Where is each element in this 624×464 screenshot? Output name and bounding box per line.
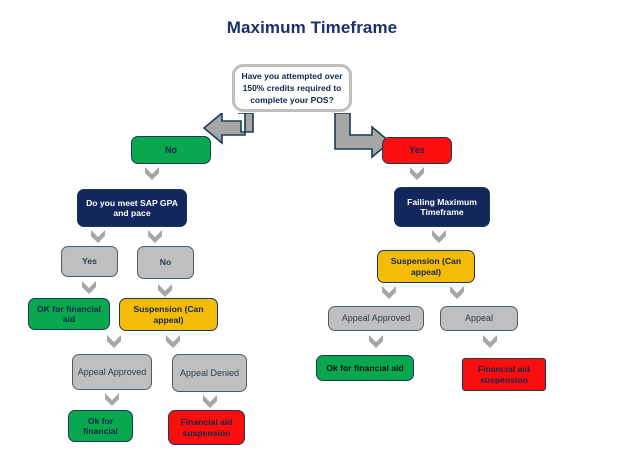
left-financial-aid-suspension-box[interactable]: Financial aid suspension: [168, 410, 245, 445]
left-sap-question-box[interactable]: Do you meet SAP GPA and pace: [77, 189, 187, 227]
chevron-down-icon: [103, 392, 121, 408]
left-appeal-denied-box[interactable]: Appeal Denied: [172, 354, 247, 392]
left-no-box[interactable]: No: [137, 246, 194, 279]
chevron-down-icon: [156, 283, 174, 299]
chevron-down-icon: [143, 166, 161, 182]
right-financial-aid-suspension-box[interactable]: Financial aid suspension: [462, 358, 546, 391]
left-yes-box[interactable]: Yes: [61, 246, 118, 277]
left-ok-for-financial-box[interactable]: Ok for financial: [68, 410, 133, 442]
left-ok-financial-aid-box[interactable]: OK for financial aid: [28, 298, 110, 330]
elbow-arrow-right-icon: [334, 113, 396, 159]
chevron-down-icon: [89, 229, 107, 245]
chevron-down-icon: [448, 285, 466, 301]
right-ok-financial-aid-box[interactable]: Ok for financial aid: [316, 355, 414, 381]
right-appeal-box[interactable]: Appeal: [440, 306, 518, 331]
chevron-down-icon: [80, 280, 98, 296]
left-branch-no-box[interactable]: No: [131, 136, 211, 164]
root-question-box[interactable]: Have you attempted over 150% credits req…: [232, 64, 352, 112]
right-branch-yes-box[interactable]: Yes: [382, 137, 452, 164]
chevron-down-icon: [430, 229, 448, 245]
chevron-down-icon: [164, 334, 182, 350]
left-appeal-approved-box[interactable]: Appeal Approved: [72, 354, 152, 390]
chevron-down-icon: [481, 334, 499, 350]
chevron-down-icon: [105, 334, 123, 350]
chevron-down-icon: [367, 334, 385, 350]
left-suspension-box[interactable]: Suspension (Can appeal): [119, 298, 218, 331]
elbow-arrow-left-icon: [192, 113, 254, 159]
chevron-down-icon: [146, 229, 164, 245]
right-failing-max-timeframe-box[interactable]: Failing Maximum Timeframe: [394, 187, 490, 227]
page-title: Maximum Timeframe: [226, 18, 398, 37]
right-appeal-approved-box[interactable]: Appeal Approved: [328, 306, 424, 331]
chevron-down-icon: [380, 285, 398, 301]
right-suspension-box[interactable]: Suspension (Can appeal): [377, 250, 475, 283]
chevron-down-icon: [408, 166, 426, 182]
chevron-down-icon: [201, 394, 219, 410]
